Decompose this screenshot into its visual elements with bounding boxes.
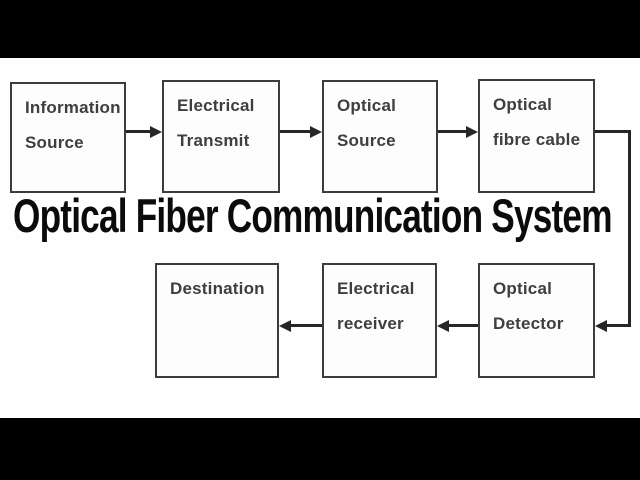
block-optical-source: Optical Source [322, 80, 438, 193]
block-optical-fibre-cable: Optical fibre cable [478, 79, 595, 193]
block-label-line: Electrical [337, 279, 415, 298]
block-information-source: Information Source [10, 82, 126, 193]
block-label-line: Optical [493, 279, 553, 298]
arrow-line [449, 324, 478, 327]
block-optical-detector: Optical Detector [478, 263, 595, 378]
arrow-line [126, 130, 152, 133]
block-label-line: Source [337, 131, 396, 150]
letterbox-bar-top [0, 0, 640, 58]
arrow-left-icon [279, 320, 291, 332]
arrow-right-icon [150, 126, 162, 138]
page-title-text: Optical Fiber Communication System [13, 189, 613, 243]
block-label-line: Detector [493, 314, 564, 333]
arrow-left-icon [437, 320, 449, 332]
block-label-line: receiver [337, 314, 404, 333]
arrow-line [291, 324, 322, 327]
block-label-line: fibre cable [493, 130, 581, 149]
connector-line [595, 130, 631, 133]
connector-line [607, 324, 631, 327]
arrow-left-icon [595, 320, 607, 332]
block-label-line: Transmit [177, 131, 250, 150]
arrow-right-icon [310, 126, 322, 138]
block-electrical-receiver: Electrical receiver [322, 263, 437, 378]
letterbox-bar-bottom [0, 418, 640, 480]
block-label-line: Optical [493, 95, 553, 114]
block-label-line: Source [25, 133, 84, 152]
arrow-line [438, 130, 467, 133]
block-electrical-transmit: Electrical Transmit [162, 80, 280, 193]
page-title-outline: Optical Fiber Communication System [10, 187, 615, 245]
block-label-line: Destination [170, 279, 265, 298]
block-label-line: Electrical [177, 96, 255, 115]
block-label-line: Information [25, 98, 121, 117]
block-destination: Destination [155, 263, 279, 378]
arrow-right-icon [466, 126, 478, 138]
block-label-line: Optical [337, 96, 397, 115]
connector-line [628, 130, 631, 327]
arrow-line [280, 130, 311, 133]
